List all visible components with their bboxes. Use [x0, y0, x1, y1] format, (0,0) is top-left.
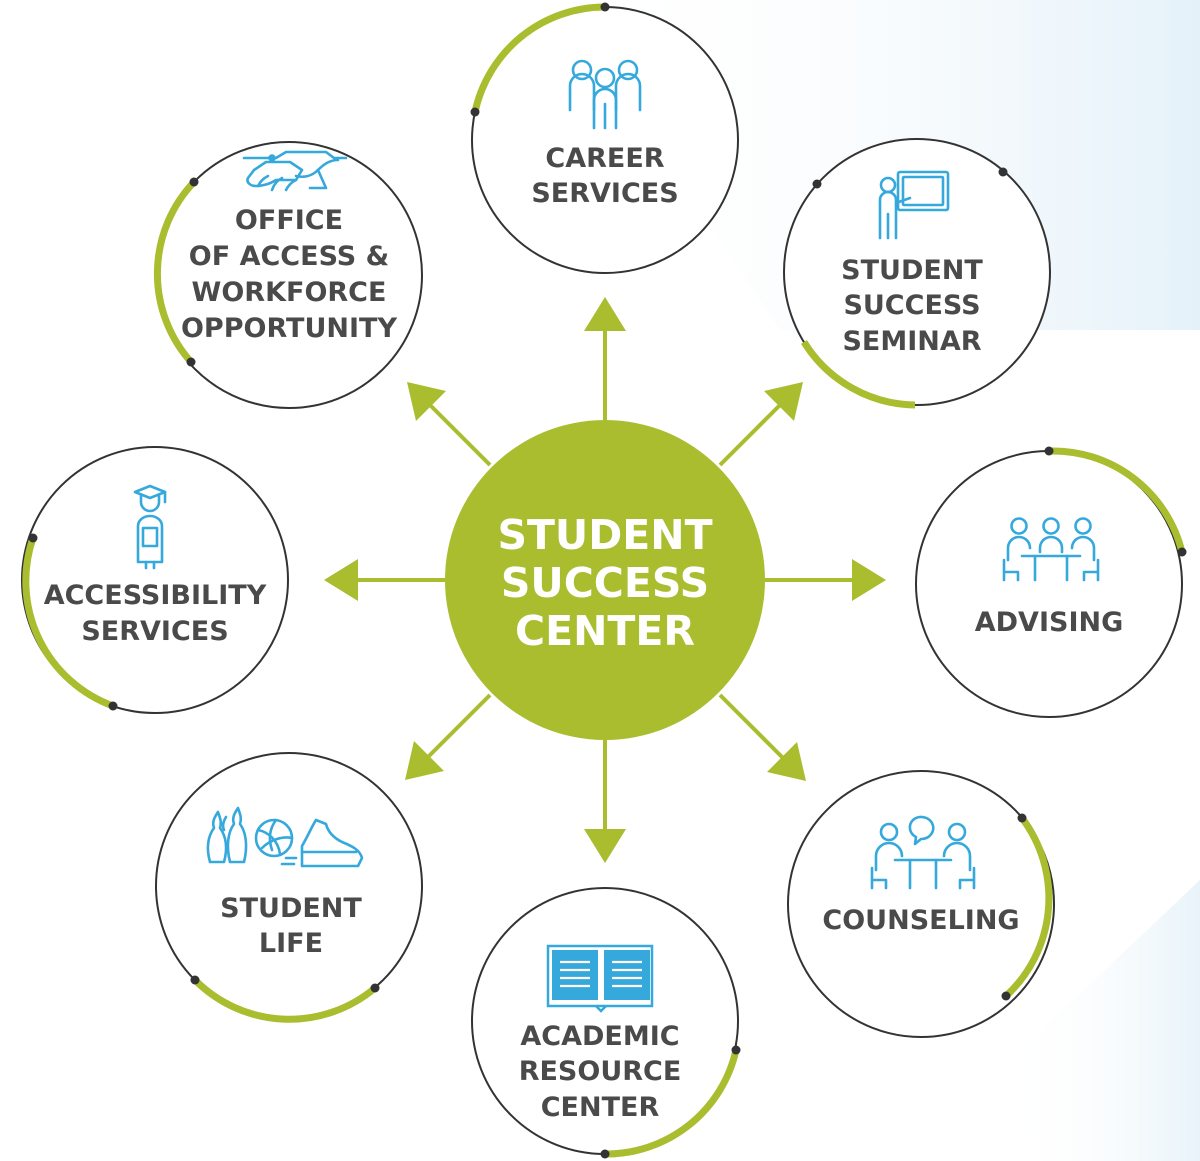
node-label-line: CAREER	[545, 143, 664, 174]
node-label-line: COUNSELING	[822, 905, 1019, 936]
node-label-line: SERVICES	[531, 178, 678, 209]
handshake-icon	[242, 150, 348, 192]
node-label-line: SEMINAR	[842, 326, 981, 357]
node-arc-dot	[186, 357, 196, 367]
node-arc-dot	[731, 1045, 741, 1055]
node-label-line: RESOURCE	[519, 1056, 682, 1087]
node-arc-dot	[190, 975, 200, 985]
node-label-line: OFFICE	[235, 205, 343, 236]
node-accent-arc	[153, 179, 197, 365]
node-label-line: OF ACCESS &	[189, 241, 389, 272]
node-label-line: LIFE	[259, 928, 323, 959]
node-ring	[783, 138, 1051, 406]
node-ring	[915, 450, 1183, 718]
node-ring	[787, 770, 1055, 1038]
node-advising[interactable]: ADVISING	[915, 446, 1187, 718]
arrow-to-counseling	[718, 693, 806, 781]
hub-circle	[445, 420, 765, 740]
node-accent-arc	[471, 3, 606, 113]
hub-line-2: SUCCESS	[501, 559, 709, 607]
node-counseling[interactable]: COUNSELING	[787, 770, 1055, 1038]
arrows	[324, 297, 886, 863]
node-arc-dot	[1017, 813, 1027, 823]
node-arc-dot	[370, 983, 380, 993]
node-accessibility-services[interactable]: ACCESSIBILITY SERVICES	[21, 446, 289, 714]
node-accent-arc	[192, 977, 378, 1023]
node-office-of-access-workforce-opportunity[interactable]: OFFICE OF ACCESS & WORKFORCE OPPORTUNITY	[153, 141, 423, 409]
node-label-line: SERVICES	[81, 616, 228, 647]
node-student-success-seminar[interactable]: STUDENT SUCCESS SEMINAR	[783, 138, 1051, 409]
arrow-to-office-of-access	[407, 382, 492, 467]
node-label-line: ADVISING	[975, 607, 1124, 638]
hub-line-1: STUDENT	[497, 511, 712, 559]
arrow-to-student-success-seminar	[718, 382, 803, 467]
arrow-to-student-life	[405, 693, 492, 780]
arrow-to-career-services	[584, 297, 626, 420]
node-accent-arc	[604, 1049, 740, 1158]
node-label-line: WORKFORCE	[192, 277, 387, 308]
node-arc-dot	[108, 701, 118, 711]
node-accent-arc	[801, 340, 916, 409]
arrow-to-academic-resource-center	[584, 740, 626, 863]
node-arc-dot	[998, 167, 1008, 177]
node-ring	[21, 446, 289, 714]
node-arc-dot	[600, 1149, 610, 1159]
node-arc-dot	[28, 533, 38, 543]
presenter-board-icon	[878, 170, 950, 240]
node-arc-dot	[812, 179, 822, 189]
node-accent-arc	[1003, 815, 1053, 999]
hub-student-success-center: STUDENT SUCCESS CENTER	[445, 420, 765, 740]
group-people-icon	[568, 59, 642, 130]
node-arc-dot	[470, 107, 480, 117]
node-label-line: STUDENT	[220, 893, 362, 924]
node-label-line: ACCESSIBILITY	[44, 580, 267, 611]
node-arc-dot	[1044, 446, 1054, 456]
node-student-life[interactable]: STUDENT LIFE	[155, 752, 423, 1023]
background-tint-bottom	[1010, 880, 1200, 1161]
node-label-line: ACADEMIC	[520, 1021, 679, 1052]
sports-icon	[206, 806, 364, 868]
node-accent-arc	[22, 536, 115, 710]
node-accent-arc	[1048, 447, 1186, 553]
node-arc-dot	[1001, 991, 1011, 1001]
node-label-line: CENTER	[541, 1092, 660, 1123]
node-label-line: SUCCESS	[843, 290, 980, 321]
arrow-to-accessibility-services	[324, 559, 445, 601]
node-arc-dot	[600, 2, 610, 12]
conversation-icon	[870, 815, 976, 890]
open-book-icon	[546, 944, 654, 1013]
node-career-services[interactable]: CAREER SERVICES	[470, 2, 739, 274]
meeting-table-icon	[1002, 517, 1100, 582]
node-academic-resource-center[interactable]: ACADEMIC RESOURCE CENTER	[471, 887, 741, 1159]
arrow-to-advising	[765, 559, 886, 601]
hub-line-3: CENTER	[515, 607, 695, 655]
node-label-line: STUDENT	[841, 255, 983, 286]
node-arc-dot	[189, 177, 199, 187]
node-arc-dot	[1177, 547, 1187, 557]
graduate-icon	[133, 484, 167, 570]
node-label-line: OPPORTUNITY	[181, 313, 397, 344]
